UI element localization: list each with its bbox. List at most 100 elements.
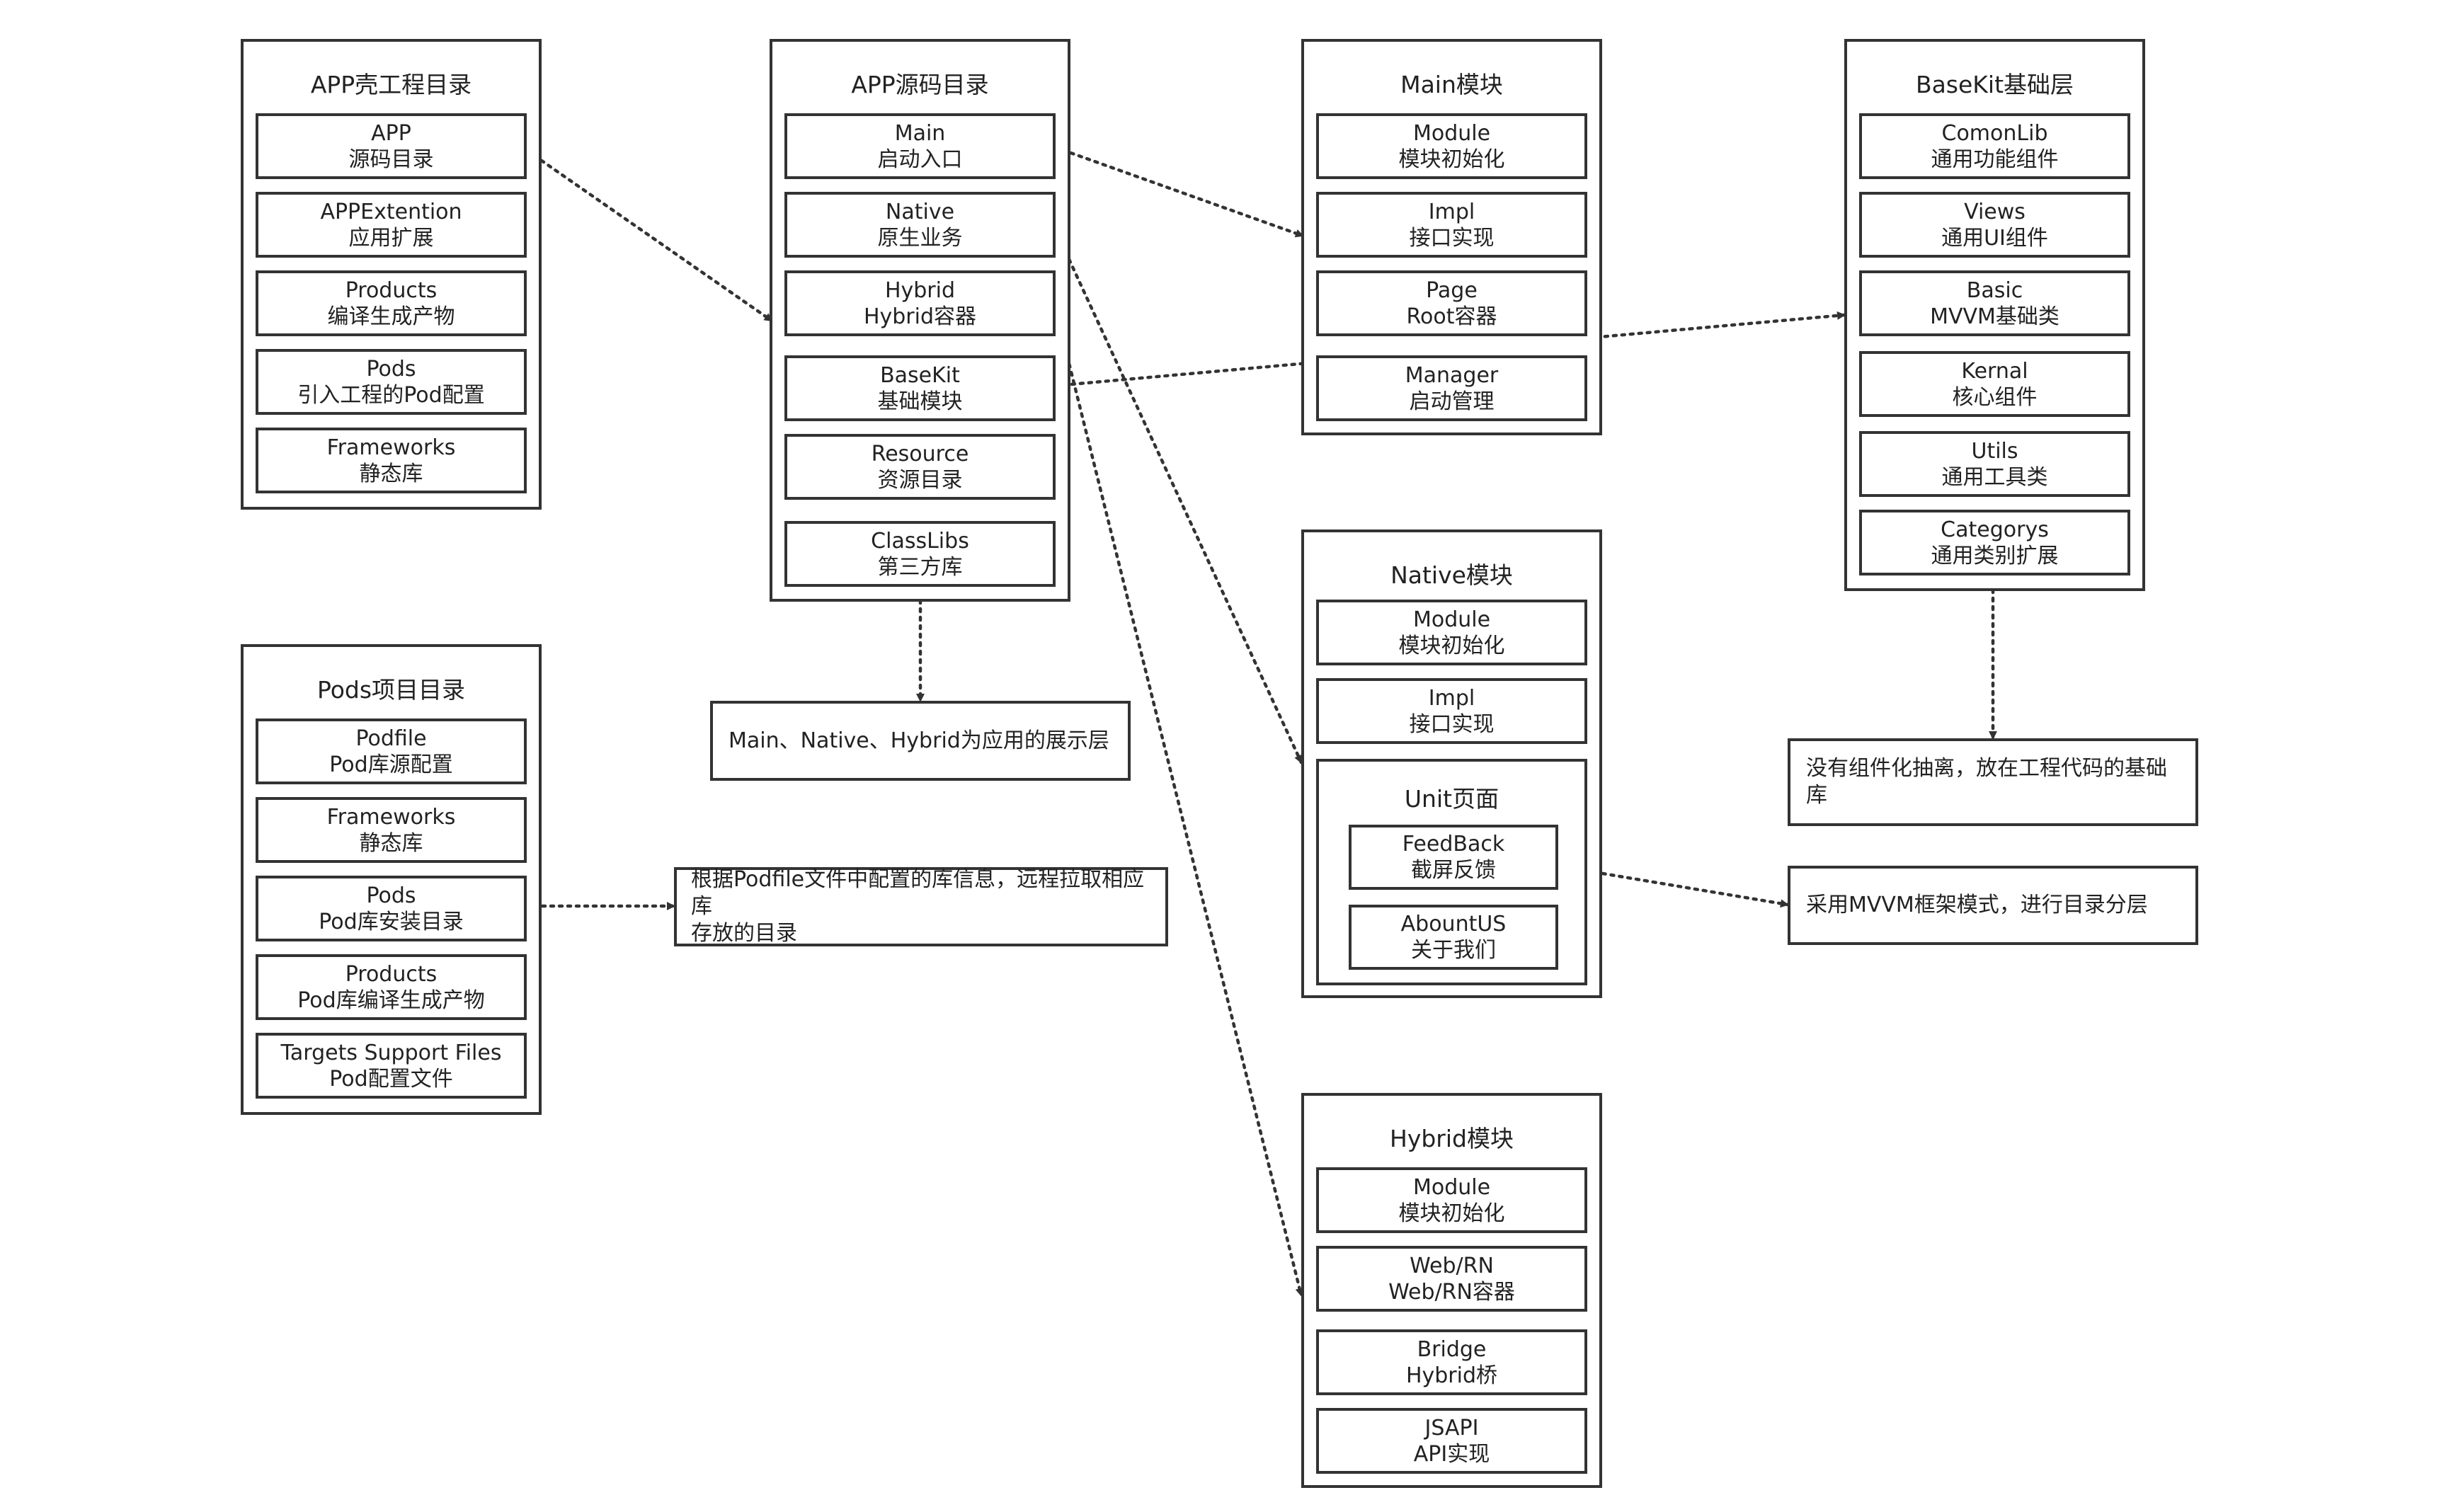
item-desc: 静态库 [359, 830, 423, 856]
web-rn-item[interactable]: Web/RN Web/RN容器 [1316, 1246, 1587, 1312]
item-name: APP [371, 120, 411, 146]
bridge-item[interactable]: Bridge Hybrid桥 [1316, 1329, 1587, 1395]
item-name: Impl [1428, 685, 1475, 711]
app-item[interactable]: APP 源码目录 [256, 113, 527, 179]
item-name: Podfile [355, 726, 427, 751]
arrow-main-to-main-module [1053, 145, 1305, 238]
arrow-hybrid-to-hybrid-module [1053, 304, 1304, 1298]
pods-frameworks-item[interactable]: Frameworks 静态库 [256, 797, 527, 863]
basic-item[interactable]: Basic MVVM基础类 [1859, 270, 2130, 336]
native-module-item[interactable]: Module 模块初始化 [1316, 600, 1587, 665]
arrow-native-to-native-module [1053, 227, 1303, 764]
item-desc: Web/RN容器 [1388, 1279, 1515, 1305]
hybrid-module-container: Hybrid模块 Module 模块初始化 Web/RN Web/RN容器 Br… [1301, 1093, 1602, 1488]
item-name: Utils [1971, 438, 2018, 464]
pods-item[interactable]: Pods 引入工程的Pod配置 [256, 349, 527, 415]
pods-project-title: Pods项目目录 [316, 676, 466, 704]
views-item[interactable]: Views 通用UI组件 [1859, 192, 2130, 258]
impl-item[interactable]: Impl 接口实现 [1316, 192, 1587, 258]
item-name: Impl [1428, 199, 1475, 224]
item-name: Basic [1966, 277, 2023, 303]
native-module-container: Native模块 Module 模块初始化 Impl 接口实现 Unit页面 F… [1301, 529, 1602, 998]
main-module-container: Main模块 Module 模块初始化 Impl 接口实现 Page Root容… [1301, 39, 1602, 435]
page-item[interactable]: Page Root容器 [1316, 270, 1587, 336]
item-name: Categorys [1941, 517, 2049, 542]
feedback-item[interactable]: FeedBack 截屏反馈 [1349, 825, 1558, 890]
frameworks-item[interactable]: Frameworks 静态库 [256, 428, 527, 493]
item-desc: 启动管理 [1409, 389, 1495, 414]
app-source-container: APP源码目录 Main 启动入口 Native 原生业务 Hybrid Hyb… [770, 39, 1070, 602]
item-desc: 源码目录 [348, 147, 434, 172]
categorys-item[interactable]: Categorys 通用类别扩展 [1859, 510, 2130, 575]
item-name: Frameworks [326, 804, 456, 830]
item-name: BaseKit [880, 362, 960, 388]
basekit-layer-container: BaseKit基础层 ComonLib 通用功能组件 Views 通用UI组件 … [1844, 39, 2145, 591]
item-name: Frameworks [326, 435, 456, 460]
pods-project-container: Pods项目目录 Podfile Pod库源配置 Frameworks 静态库 … [241, 644, 542, 1115]
hybrid-module-title: Hybrid模块 [1390, 1125, 1514, 1152]
item-desc: 通用UI组件 [1941, 225, 2048, 251]
item-desc: 模块初始化 [1398, 147, 1505, 172]
app-extension-item[interactable]: APPExtention 应用扩展 [256, 192, 527, 258]
pods-products-item[interactable]: Products Pod库编译生成产物 [256, 954, 527, 1020]
item-desc: 接口实现 [1409, 711, 1495, 737]
item-name: Products [345, 277, 438, 303]
item-name: Products [345, 961, 438, 987]
pods-remote-line2: 存放的目录 [691, 921, 797, 946]
display-layer-text: Main、Native、Hybrid为应用的展示层 [729, 728, 1109, 753]
arrow-unit-to-mvvm-note [1584, 869, 1790, 908]
hybrid-item[interactable]: Hybrid Hybrid容器 [784, 270, 1056, 336]
kernal-item[interactable]: Kernal 核心组件 [1859, 351, 2130, 417]
native-item[interactable]: Native 原生业务 [784, 192, 1056, 258]
item-name: Pods [366, 883, 416, 908]
aboutus-item[interactable]: AbountUS 关于我们 [1349, 905, 1558, 970]
podfile-item[interactable]: Podfile Pod库源配置 [256, 718, 527, 784]
item-desc: 第三方库 [877, 554, 963, 580]
native-module-title: Native模块 [1390, 561, 1513, 589]
main-item[interactable]: Main 启动入口 [784, 113, 1056, 179]
basekit-layer-title: BaseKit基础层 [1915, 71, 2074, 98]
item-name: Native [885, 199, 955, 224]
item-desc: 截屏反馈 [1411, 858, 1496, 883]
item-name: ClassLibs [871, 528, 969, 554]
native-impl-item[interactable]: Impl 接口实现 [1316, 678, 1587, 744]
item-name: Bridge [1417, 1336, 1487, 1362]
comonlib-item[interactable]: ComonLib 通用功能组件 [1859, 113, 2130, 179]
item-desc: 资源目录 [877, 467, 963, 493]
item-desc: Pod库编译生成产物 [297, 987, 485, 1013]
app-source-title: APP源码目录 [851, 71, 989, 98]
unit-page-container: Unit页面 FeedBack 截屏反馈 AbountUS 关于我们 [1316, 759, 1587, 985]
item-name: Resource [871, 441, 969, 466]
item-name: Manager [1405, 362, 1499, 388]
item-name: AbountUS [1400, 912, 1507, 937]
item-name: ComonLib [1941, 120, 2048, 146]
hybrid-module-item[interactable]: Module 模块初始化 [1316, 1167, 1587, 1233]
unit-page-title: Unit页面 [1404, 785, 1499, 813]
pods-remote-note: 根据Podfile文件中配置的库信息，远程拉取相应库 存放的目录 [674, 867, 1168, 946]
item-desc: Hybrid容器 [863, 304, 977, 329]
item-desc: 应用扩展 [348, 225, 434, 251]
item-desc: 原生业务 [877, 225, 963, 251]
module-item[interactable]: Module 模块初始化 [1316, 113, 1587, 179]
item-name: Targets Support Files [280, 1040, 502, 1065]
item-desc: 接口实现 [1409, 225, 1495, 251]
targets-support-item[interactable]: Targets Support Files Pod配置文件 [256, 1033, 527, 1099]
basekit-item[interactable]: BaseKit 基础模块 [784, 355, 1056, 421]
item-desc: 模块初始化 [1398, 633, 1505, 658]
item-name: Main [894, 120, 946, 146]
item-desc: 核心组件 [1952, 384, 2038, 410]
item-name: Kernal [1961, 358, 2028, 384]
item-desc: Pod库安装目录 [319, 909, 464, 934]
utils-item[interactable]: Utils 通用工具类 [1859, 431, 2130, 497]
jsapi-item[interactable]: JSAPI API实现 [1316, 1408, 1587, 1474]
classlibs-item[interactable]: ClassLibs 第三方库 [784, 521, 1056, 587]
mvvm-note: 采用MVVM框架模式，进行目录分层 [1788, 866, 2198, 945]
pods-install-item[interactable]: Pods Pod库安装目录 [256, 876, 527, 941]
mvvm-note-text: 采用MVVM框架模式，进行目录分层 [1806, 893, 2148, 917]
item-name: Pods [366, 356, 416, 382]
resource-item[interactable]: Resource 资源目录 [784, 434, 1056, 500]
products-item[interactable]: Products 编译生成产物 [256, 270, 527, 336]
manager-item[interactable]: Manager 启动管理 [1316, 355, 1587, 421]
arrow-app-to-source [525, 149, 774, 323]
